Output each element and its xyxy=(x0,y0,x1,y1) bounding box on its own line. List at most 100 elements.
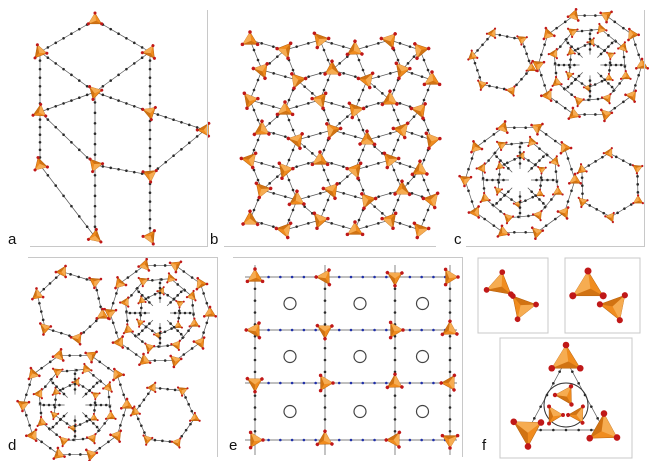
tetrahedron-node xyxy=(530,122,544,136)
tetrahedron-node xyxy=(138,352,152,367)
tetrahedron-node xyxy=(458,174,473,188)
tetrahedron-node xyxy=(176,386,189,397)
tetrahedron-node xyxy=(69,332,83,346)
tetrahedron-node xyxy=(439,373,457,392)
tetrahedron-node xyxy=(604,211,615,224)
panel-c-bottom-border xyxy=(466,246,644,247)
linker xyxy=(492,33,522,40)
benzene-ring xyxy=(353,296,367,311)
panel-f-building-units xyxy=(477,257,641,459)
linker xyxy=(94,281,103,316)
tetrahedron-node xyxy=(195,276,209,291)
linker xyxy=(284,39,321,51)
panel-e-square-grid-framework xyxy=(244,265,460,455)
tetrahedron-node xyxy=(345,220,365,237)
tetrahedron-node xyxy=(102,381,113,393)
linker xyxy=(419,169,433,201)
panel-a-bottom-border xyxy=(30,246,208,247)
benzene-ring xyxy=(353,404,367,419)
linker xyxy=(536,212,565,233)
tetrahedron-node xyxy=(549,155,560,167)
linker xyxy=(116,374,128,406)
tetrahedron-node xyxy=(380,89,399,107)
linker xyxy=(32,355,60,375)
tetrahedron-node xyxy=(202,305,218,318)
linker xyxy=(568,52,572,75)
tetrahedron-node xyxy=(440,433,460,450)
linker xyxy=(588,75,592,102)
benzene-ring xyxy=(415,296,430,311)
linker xyxy=(94,164,151,176)
tetrahedron-node xyxy=(504,85,516,97)
tetrahedron-node xyxy=(36,415,48,428)
linker xyxy=(600,28,624,48)
linker xyxy=(537,64,549,96)
tetrahedron-node xyxy=(410,159,429,177)
tetrahedron-node xyxy=(559,141,573,155)
linker xyxy=(39,51,96,93)
linker xyxy=(249,99,286,111)
linker xyxy=(53,392,57,415)
tetrahedron-node xyxy=(632,194,644,205)
tetrahedron-node xyxy=(475,162,486,174)
linker xyxy=(518,141,522,169)
panel-d-top-border xyxy=(28,257,218,258)
linker xyxy=(573,14,607,17)
linker xyxy=(366,129,403,141)
tetrahedron-node xyxy=(310,150,330,167)
tetrahedron-node xyxy=(527,135,539,147)
benzene-ring xyxy=(283,296,297,311)
tetrahedron-node xyxy=(483,269,514,298)
panel-b: b xyxy=(210,0,445,250)
linker xyxy=(319,219,356,231)
tetrahedron-node xyxy=(129,405,141,417)
tetrahedron-node xyxy=(33,43,49,60)
tetrahedron-node xyxy=(495,140,508,152)
linker xyxy=(472,55,483,85)
linker xyxy=(261,69,298,81)
linker xyxy=(148,52,152,112)
linker xyxy=(62,271,96,283)
linker xyxy=(492,152,513,173)
linker xyxy=(249,69,263,101)
tetrahedron-node xyxy=(379,32,397,51)
linker xyxy=(39,91,96,113)
linker xyxy=(90,355,118,375)
tetrahedron-node xyxy=(71,377,80,387)
linker xyxy=(93,165,97,237)
tetrahedron-node xyxy=(531,59,546,73)
panel-label-a: a xyxy=(8,231,17,248)
linker xyxy=(158,278,162,303)
linker xyxy=(564,39,583,58)
tetrahedron-node xyxy=(239,151,258,170)
tetrahedron-node xyxy=(617,41,628,53)
linker xyxy=(472,33,493,57)
tetrahedron-node xyxy=(413,42,431,61)
linker xyxy=(536,127,565,148)
tetrahedron-node xyxy=(33,156,49,172)
tetrahedron-node xyxy=(496,224,510,238)
tetrahedron-node xyxy=(577,196,589,209)
tetrahedron-node xyxy=(109,429,122,443)
tetrahedron-node xyxy=(314,268,332,287)
linker xyxy=(354,49,368,81)
tetrahedron-node xyxy=(537,166,547,175)
tetrahedron-node xyxy=(156,286,165,296)
tetrahedron-node xyxy=(345,161,363,181)
linker xyxy=(175,342,201,361)
tetrahedron-node xyxy=(542,26,556,41)
linker xyxy=(501,141,532,146)
linker xyxy=(448,265,452,455)
tetrahedron-node xyxy=(566,404,585,425)
linker xyxy=(44,327,78,339)
linker xyxy=(389,39,421,51)
tetrahedron-node xyxy=(467,205,481,219)
tetrahedron-node xyxy=(189,411,201,422)
linker xyxy=(389,219,421,231)
tetrahedron-node xyxy=(321,182,339,201)
linker xyxy=(537,34,549,66)
tetrahedron-node xyxy=(312,31,331,50)
panel-c-cage-packing xyxy=(458,8,650,241)
tetrahedron-node xyxy=(104,409,117,420)
linker xyxy=(144,264,176,267)
